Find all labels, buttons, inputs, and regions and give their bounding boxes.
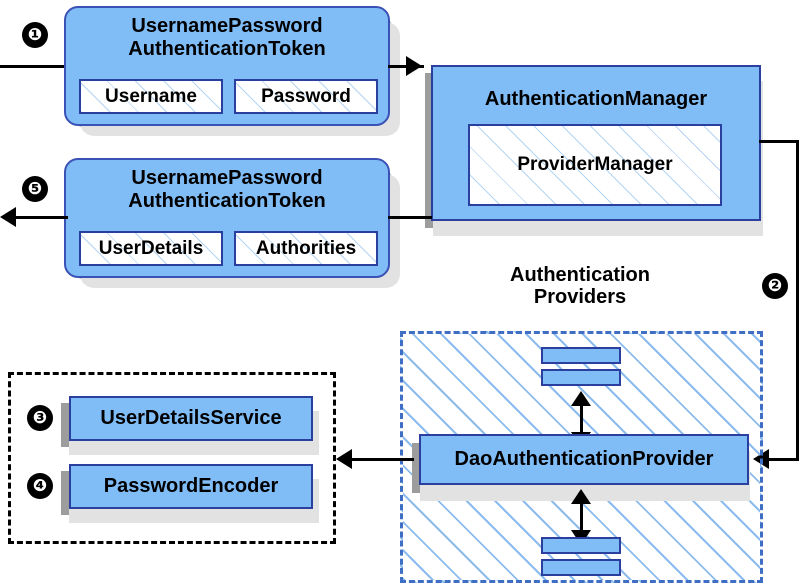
manager-to-response-line — [388, 216, 432, 219]
request-token-title-line2: AuthenticationToken — [128, 38, 326, 60]
dao-dependencies-group — [8, 372, 336, 544]
response-token-title-line2: AuthenticationToken — [128, 190, 326, 212]
authentication-manager-title: AuthenticationManager — [484, 88, 708, 110]
dao-to-dependencies-line — [352, 458, 414, 461]
step-badge-2: ❷ — [762, 273, 788, 299]
provider-link-line-bottom — [580, 494, 583, 536]
response-token-field-authorities[interactable]: Authorities — [234, 231, 378, 266]
providers-caption-line1: Authentication — [510, 264, 650, 286]
response-token-title-line1: UsernamePassword — [131, 167, 323, 189]
request-to-manager-arrowhead — [406, 56, 422, 76]
request-token-title-line1: UsernamePassword — [131, 15, 323, 37]
outgoing-response-line — [16, 216, 68, 219]
providers-caption: Authentication Providers — [470, 264, 690, 309]
request-token-field-password[interactable]: Password — [234, 79, 378, 114]
response-token-field-userdetails[interactable]: UserDetails — [79, 231, 223, 266]
dao-to-dependencies-arrowhead — [336, 449, 352, 469]
request-token-box[interactable]: UsernamePassword AuthenticationToken — [64, 6, 390, 126]
request-token-field-username[interactable]: Username — [79, 79, 223, 114]
incoming-request-line — [0, 65, 80, 68]
manager-to-provider-line-vertical — [796, 140, 799, 460]
step-badge-5: ❺ — [22, 176, 48, 202]
dao-authentication-provider-box[interactable]: DaoAuthenticationProvider — [419, 434, 749, 485]
passwordencoder-box[interactable]: PasswordEncoder — [69, 464, 313, 509]
provider-link-arrowhead-bottom-up — [571, 489, 591, 504]
other-provider-bar-top-1[interactable] — [541, 347, 621, 364]
provider-manager-box[interactable]: ProviderManager — [468, 124, 722, 206]
outgoing-response-arrowhead — [0, 207, 16, 227]
providers-caption-line2: Providers — [533, 286, 627, 309]
provider-link-line-top — [580, 395, 583, 437]
step-badge-1: ❶ — [22, 22, 48, 48]
step-badge-3: ❸ — [27, 405, 53, 431]
other-provider-bar-bottom-1[interactable] — [541, 537, 621, 554]
manager-to-provider-line-top — [759, 140, 799, 143]
other-provider-bar-top-2[interactable] — [541, 369, 621, 386]
other-provider-bar-bottom-2[interactable] — [541, 559, 621, 576]
userdetailsservice-box[interactable]: UserDetailsService — [69, 396, 313, 441]
manager-to-provider-line-bottom — [766, 458, 799, 461]
provider-link-arrowhead-top-up — [571, 391, 591, 406]
step-badge-4: ❹ — [27, 473, 53, 499]
